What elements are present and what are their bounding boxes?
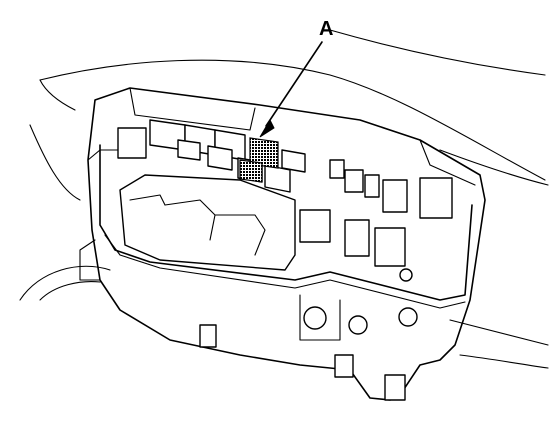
callout-leader <box>259 41 323 138</box>
lower-terminals <box>79 239 418 401</box>
highlighted-fuse-a-lower <box>239 159 263 183</box>
callout-label-a: A <box>319 18 334 40</box>
body-panel-lines <box>19 29 549 369</box>
highlighted-fuse-a <box>249 137 279 169</box>
relay-block <box>119 174 296 271</box>
fuse-row <box>117 119 453 267</box>
